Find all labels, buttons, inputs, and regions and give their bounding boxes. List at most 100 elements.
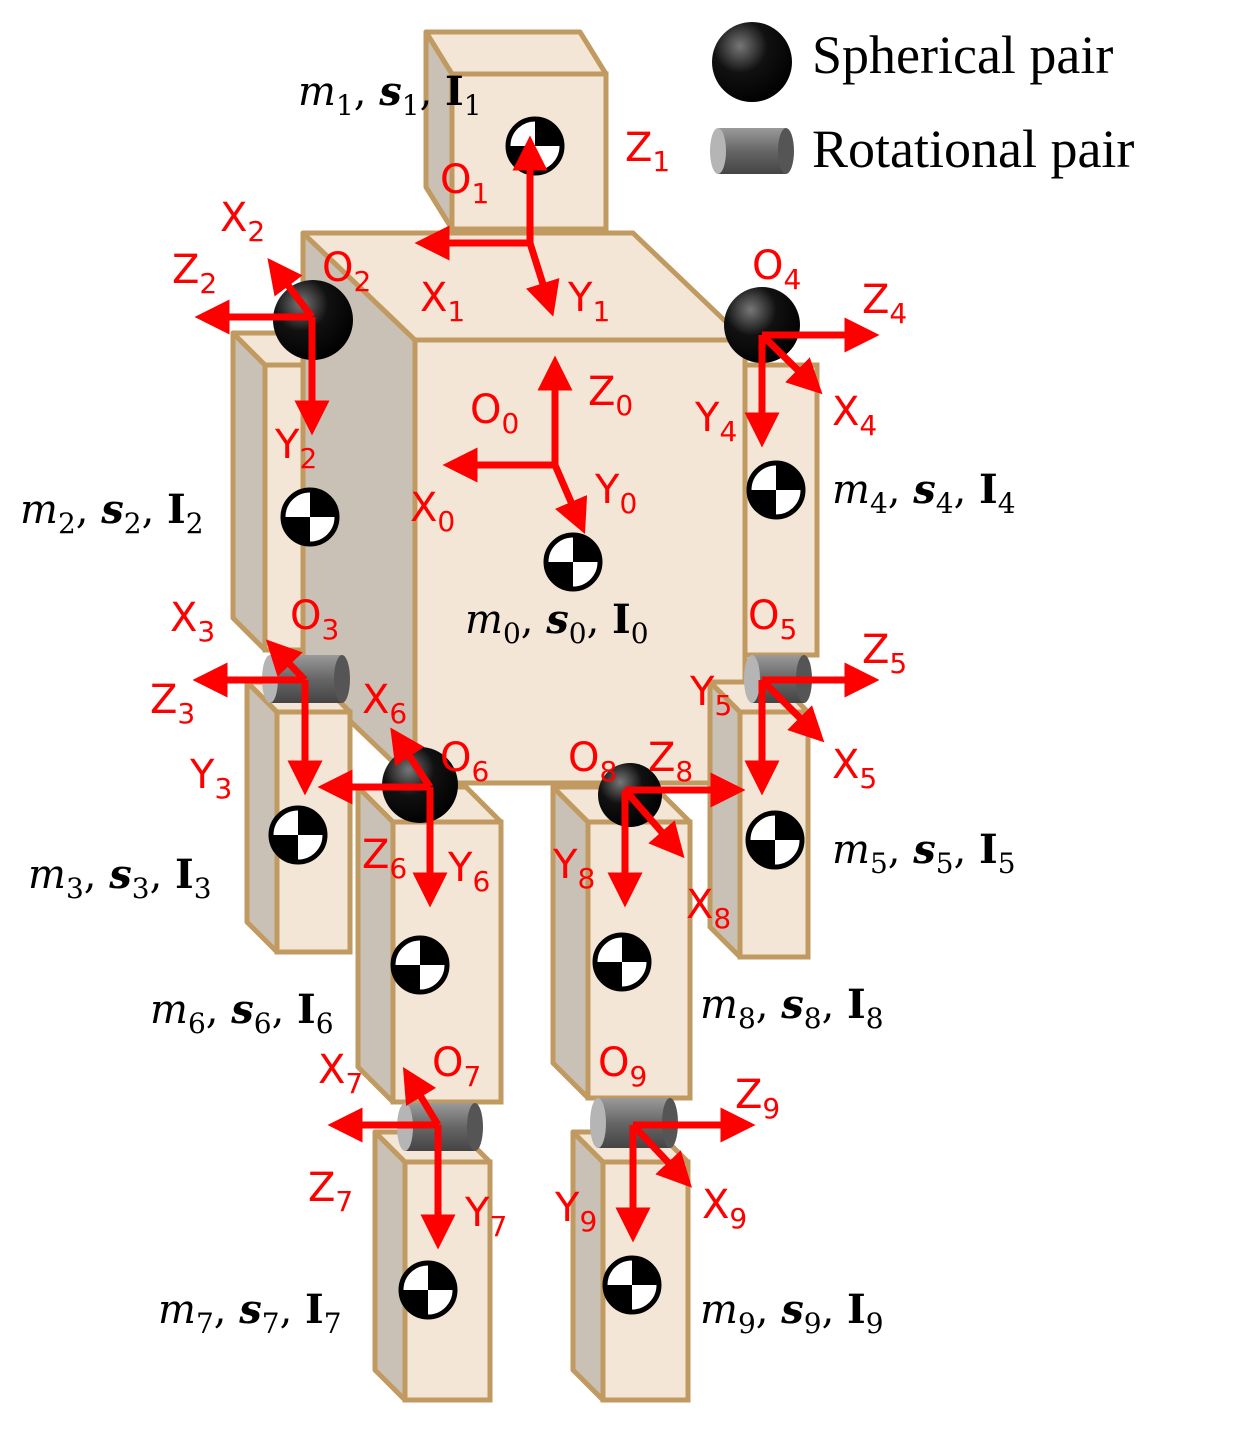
com-marker-link-5-quadrant-b	[748, 840, 775, 867]
frame-8-y-label: Y8	[553, 842, 596, 895]
com-marker-link-5-quadrant-a	[775, 813, 802, 840]
frame-0-y-label: Y0	[595, 467, 638, 520]
rotational-joint-left-knee-cap	[590, 1098, 606, 1148]
torso-link-0	[300, 230, 748, 786]
legend-rotational-icon	[710, 128, 794, 174]
frame-6-origin-label: O6	[440, 735, 490, 788]
legend-rotational-icon-cap	[710, 128, 726, 174]
com-marker-link-0	[543, 532, 603, 592]
frame-0-y-arrow	[551, 463, 588, 535]
frame-7-x-label: X7	[318, 1047, 364, 1100]
frame-8-z-label: Z8	[648, 735, 694, 788]
legend-spherical-label: Spherical pair	[812, 25, 1114, 85]
left-thigh-link-8-side-face	[550, 784, 591, 1101]
frame-4-x-arrow	[759, 332, 823, 395]
com-marker-link-7	[398, 1260, 458, 1320]
com-marker-link-3	[268, 805, 328, 865]
frame-9-x-arrow	[630, 1122, 692, 1188]
com-marker-link-0-quadrant-a	[573, 535, 600, 562]
frame-9-x-label: X9	[702, 1182, 748, 1235]
com-marker-link-6-quadrant-a	[420, 938, 447, 965]
frame-9-y-label: Y9	[555, 1185, 598, 1238]
frame-5-origin-label: O5	[748, 593, 798, 646]
frame-4-x-label: X4	[832, 389, 878, 442]
frame-5-x-label: X5	[832, 742, 878, 795]
frame-3-x-label: X3	[170, 595, 216, 648]
link-8-property-label: m8, s8, I8	[700, 981, 884, 1035]
frame-1-y-label: Y1	[568, 275, 611, 328]
frame-5-z-label: Z5	[862, 627, 908, 680]
com-marker-link-8-quadrant-b	[595, 962, 622, 989]
frame-0-x-label: X0	[410, 485, 456, 538]
frame-1-x-label: X1	[420, 275, 466, 328]
frame-3-origin-label: O3	[290, 593, 340, 646]
com-marker-link-6	[390, 935, 450, 995]
frame-4-origin-label: O4	[752, 243, 802, 296]
com-marker-link-9-quadrant-b	[605, 1285, 632, 1312]
link-4-property-label: m4, s4, I4	[832, 466, 1016, 520]
com-marker-link-9	[602, 1255, 662, 1315]
frame-8-x-arrow	[622, 787, 685, 859]
frame-9-z-label: Z9	[735, 1072, 781, 1125]
com-marker-link-9-quadrant-a	[632, 1258, 659, 1285]
frame-3-x-arrow	[265, 639, 308, 683]
frame-7-origin-label: O7	[432, 1040, 482, 1093]
link-3-property-label: m3, s3, I3	[28, 851, 212, 905]
com-marker-link-7-quadrant-a	[428, 1263, 455, 1290]
com-marker-link-2	[280, 487, 340, 547]
frame-5-y-label: Y5	[690, 669, 733, 722]
frame-2-x-label: X2	[220, 195, 266, 248]
com-marker-link-1	[505, 116, 565, 176]
frame-6-y-label: Y6	[448, 845, 491, 898]
bodies-layer	[230, 29, 820, 1403]
frame-4-y-label: Y4	[695, 395, 738, 448]
right-shank-link-7-side-face	[372, 1129, 408, 1403]
frame-8-origin-label: O8	[568, 735, 618, 788]
frame-3-y-label: Y3	[190, 752, 233, 805]
com-marker-link-8	[592, 932, 652, 992]
link-7-property-label: m7, s7, I7	[158, 1286, 342, 1340]
com-marker-link-4	[746, 460, 806, 520]
com-marker-link-0-quadrant-b	[546, 562, 573, 589]
frame-2-z-label: Z2	[172, 247, 218, 300]
frame-5-x-arrow	[759, 677, 825, 743]
com-marker-link-2-quadrant-a	[310, 490, 337, 517]
frame-8-x-label: X8	[686, 882, 732, 935]
frame-6-x-label: X6	[362, 677, 408, 730]
frame-6-x-arrow	[390, 727, 433, 789]
frame-2-x-arrow	[267, 258, 315, 320]
frame-0-z-label: Z0	[588, 369, 634, 422]
frame-4-z-label: Z4	[862, 277, 908, 330]
right-forearm-link-3-side-face	[244, 679, 280, 955]
legend-rotational-icon-end	[778, 128, 794, 174]
right-upper-arm-link-2-side-face	[230, 330, 268, 653]
link-2-property-label: m2, s2, I2	[20, 486, 204, 540]
frame-1-origin-label: O1	[440, 157, 490, 210]
com-marker-link-4-quadrant-b	[749, 490, 776, 517]
com-marker-link-5	[745, 810, 805, 870]
com-marker-link-3-quadrant-b	[271, 835, 298, 862]
frame-0-origin-label: O0	[470, 387, 520, 440]
link-6-property-label: m6, s6, I6	[150, 986, 334, 1040]
com-marker-link-2-quadrant-b	[283, 517, 310, 544]
link-9-property-label: m9, s9, I9	[700, 1286, 884, 1340]
com-marker-link-6-quadrant-b	[393, 965, 420, 992]
com-marker-link-7-quadrant-b	[401, 1290, 428, 1317]
frame-3-z-label: Z3	[150, 677, 196, 730]
frame-7-y-label: Y7	[465, 1190, 508, 1243]
torso-link-0-front-face	[412, 337, 748, 786]
frame-1-y-arrow	[526, 241, 560, 317]
legend-rotational-label: Rotational pair	[812, 119, 1135, 179]
legend-spherical-icon	[712, 22, 792, 102]
link-5-property-label: m5, s5, I5	[832, 826, 1016, 880]
frame-2-origin-label: O2	[322, 245, 372, 298]
left-shank-link-9-side-face	[570, 1129, 606, 1403]
legend-rotational-icon-body	[718, 128, 786, 174]
frame-2-y-label: Y2	[275, 422, 318, 475]
frame-7-x-arrow	[402, 1067, 441, 1127]
spherical-joint-left-shoulder	[724, 287, 800, 363]
frame-7-z-label: Z7	[308, 1165, 354, 1218]
frame-1-z-label: Z1	[625, 125, 671, 178]
